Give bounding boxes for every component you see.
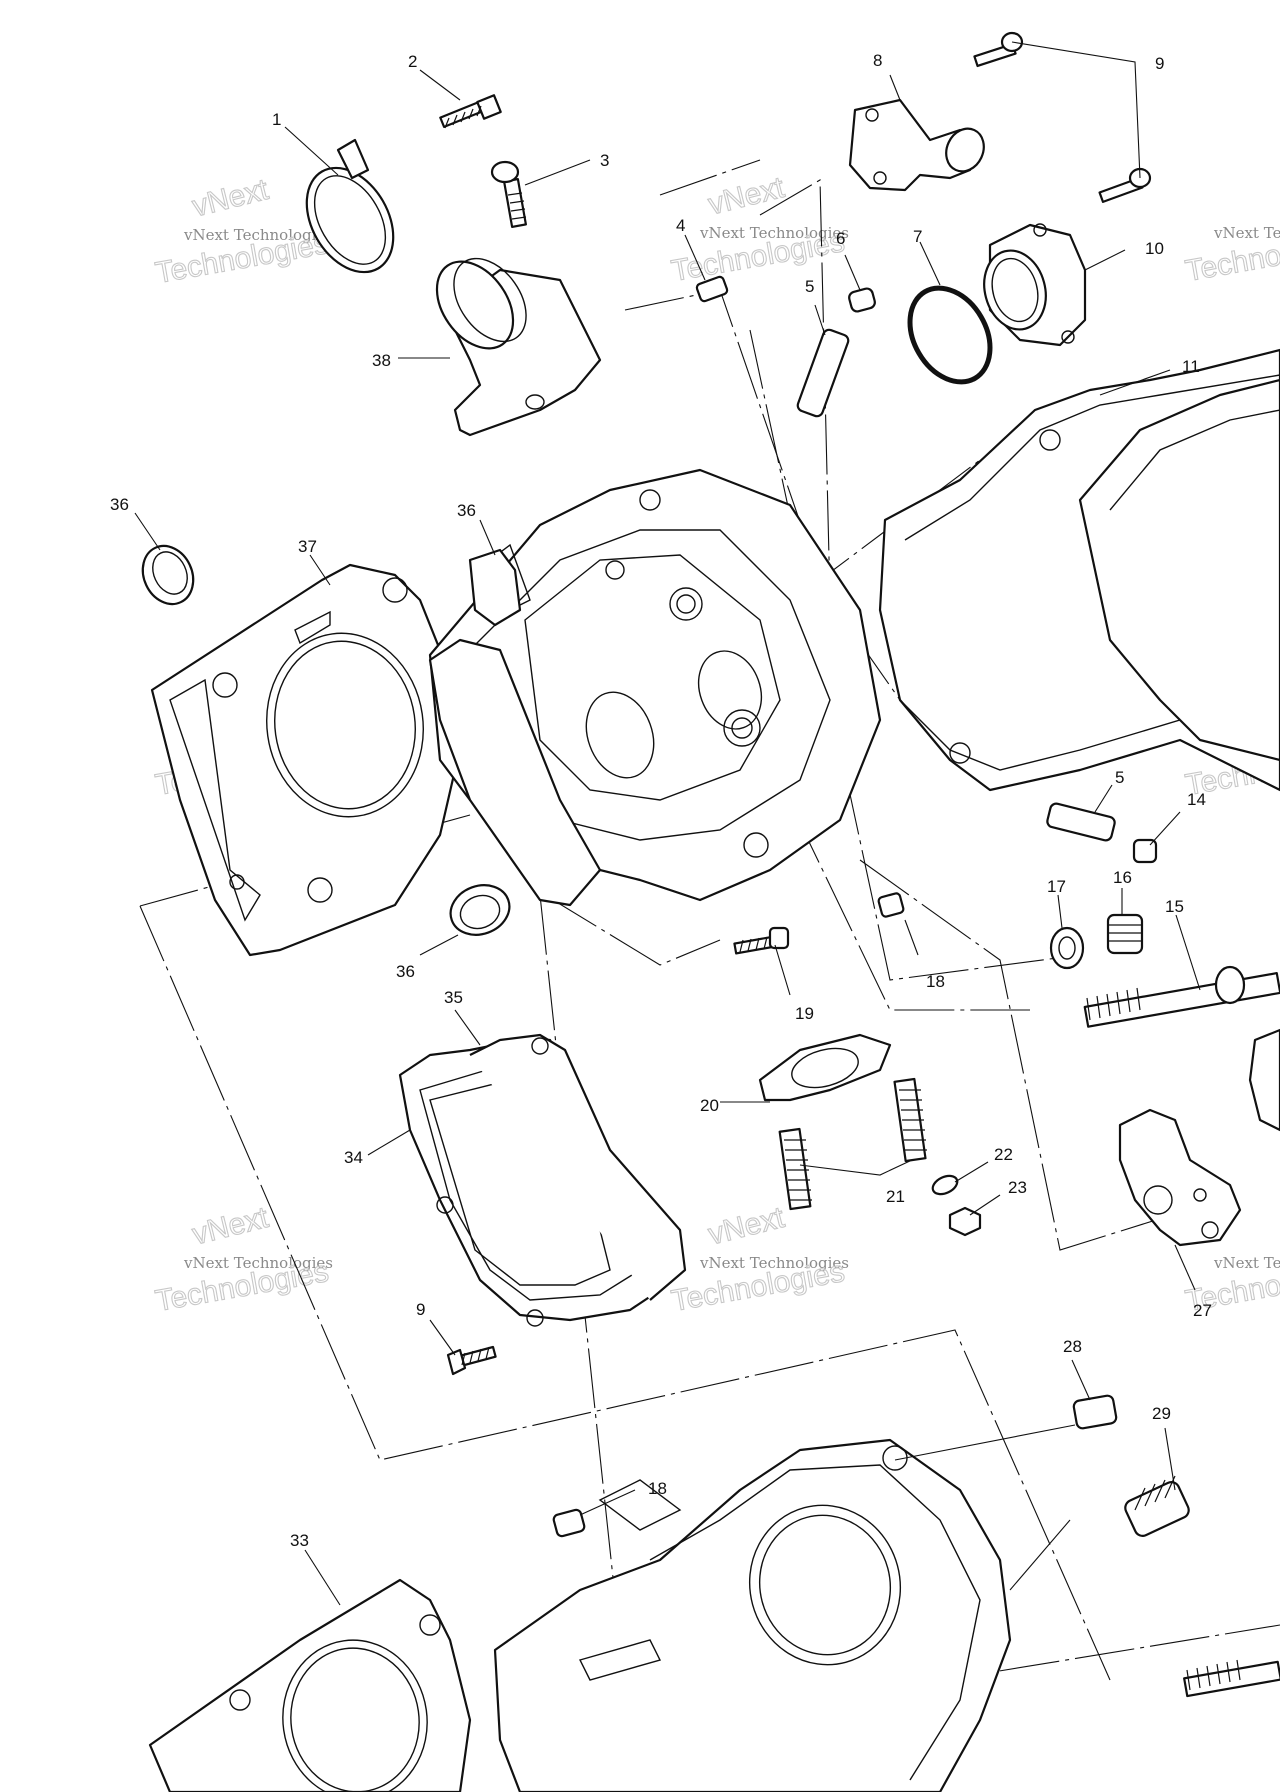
- callout-37: 37: [298, 537, 317, 556]
- leader-lines: [134, 41, 1201, 1606]
- watermark-line2: vNext Technologies: [1213, 224, 1280, 242]
- callout-15: 15: [1165, 897, 1184, 916]
- head-gasket-lower: [148, 1578, 472, 1792]
- callout-36-b: 36: [457, 501, 476, 520]
- intake-boot: [435, 257, 602, 437]
- stud-21-right: [893, 1077, 927, 1163]
- watermark-3: vNext Technologies Technologies: [1182, 224, 1280, 289]
- cylinder-lower: [493, 1438, 1012, 1792]
- watermark-line2: vNext Technologies: [699, 224, 849, 242]
- callout-8: 8: [873, 51, 882, 70]
- callout-9: 9: [1155, 54, 1164, 73]
- plug-16: [1106, 913, 1144, 955]
- seal-upper-left: [141, 544, 195, 606]
- callout-6: 6: [836, 229, 845, 248]
- nut-23: [948, 1206, 982, 1237]
- watermark-7: vNext vNext Technologies Technologies: [152, 1200, 333, 1318]
- callout-11: 11: [1182, 357, 1200, 376]
- callout-33: 33: [290, 1531, 309, 1550]
- callout-17: 17: [1047, 877, 1066, 896]
- bracket: [1118, 1108, 1242, 1247]
- callout-38: 38: [372, 351, 391, 370]
- water-housing: [983, 223, 1087, 347]
- bolt-9-lower: [446, 1345, 497, 1376]
- callout-29: 29: [1152, 1404, 1171, 1423]
- hose-clamp: [305, 138, 395, 274]
- callout-5: 5: [805, 277, 814, 296]
- washer-17: [1049, 926, 1085, 970]
- callout-5-b: 5: [1115, 768, 1124, 787]
- callout-36-c: 36: [396, 962, 415, 981]
- callout-27: 27: [1193, 1301, 1212, 1320]
- callout-18-b: 18: [648, 1479, 667, 1498]
- valve-cover-center: [398, 1033, 687, 1327]
- seal-lower: [449, 884, 511, 936]
- watermark-line1: vNext: [705, 171, 788, 222]
- o-ring: [907, 285, 993, 385]
- callout-19: 19: [795, 1004, 814, 1023]
- callout-34: 34: [344, 1148, 363, 1167]
- callout-2: 2: [408, 52, 417, 71]
- callout-23: 23: [1008, 1178, 1027, 1197]
- lock-washer-22: [931, 1174, 959, 1196]
- watermark-line1: vNext: [189, 173, 272, 224]
- callout-20: 20: [700, 1096, 719, 1115]
- callout-35: 35: [444, 988, 463, 1007]
- watermark-line1: vNext: [189, 1201, 272, 1252]
- dowel-4: [695, 275, 729, 303]
- watermark-line2: vNext Technologies: [183, 1254, 333, 1272]
- bolt-19: [733, 926, 790, 955]
- callout-14: 14: [1187, 790, 1206, 809]
- cap-6: [848, 287, 876, 313]
- callout-22: 22: [994, 1145, 1013, 1164]
- callout-16: 16: [1113, 868, 1132, 887]
- watermark-line2: vNext Technologies: [1213, 1254, 1280, 1272]
- bolt-9-top: [973, 31, 1024, 68]
- head-gasket-upper: [150, 563, 457, 957]
- dowel-18-lower: [552, 1508, 586, 1538]
- callout-1: 1: [272, 110, 281, 129]
- callout-10: 10: [1145, 239, 1164, 258]
- bolt-2: [439, 94, 502, 129]
- callout-21: 21: [886, 1187, 905, 1206]
- callout-7: 7: [913, 227, 922, 246]
- watermark-8: vNext vNext Technologies Technologies: [668, 1200, 849, 1318]
- callout-9-b: 9: [416, 1300, 425, 1319]
- sleeve-5-upper: [796, 328, 850, 418]
- bolt-3: [490, 160, 527, 228]
- bolt-9-mid: [1098, 167, 1152, 203]
- water-outlet: [848, 98, 985, 192]
- stud-lower-right: [1183, 1659, 1280, 1698]
- sleeve-5-lower: [1046, 802, 1116, 842]
- stud-21-left: [778, 1127, 812, 1211]
- callout-numbers: 1 2 3 4 5 6 7 8 9 10 11 36 37 36 38 5 14…: [110, 51, 1212, 1550]
- valve-cover-upper: [428, 638, 602, 907]
- watermark-line1: vNext: [705, 1201, 788, 1252]
- valve-cover-right: [1078, 378, 1280, 762]
- watermark-1: vNext vNext Technologies Technologies: [152, 172, 333, 290]
- watermark-line2: vNext Technologies: [183, 226, 333, 244]
- callout-3: 3: [600, 151, 609, 170]
- fitting-29: [1124, 1475, 1190, 1537]
- dowel-18: [877, 892, 905, 918]
- dowel-28: [1072, 1394, 1118, 1430]
- nut-14: [1132, 838, 1158, 864]
- stud-15: [1083, 965, 1280, 1028]
- callout-36-a: 36: [110, 495, 129, 514]
- spark-plug-tube: [468, 548, 522, 627]
- callout-18: 18: [926, 972, 945, 991]
- watermark-line2: vNext Technologies: [699, 1254, 849, 1272]
- engine-block-edge: [1248, 1028, 1280, 1132]
- callout-4: 4: [676, 216, 685, 235]
- callout-28: 28: [1063, 1337, 1082, 1356]
- exhaust-gasket: [758, 1033, 892, 1102]
